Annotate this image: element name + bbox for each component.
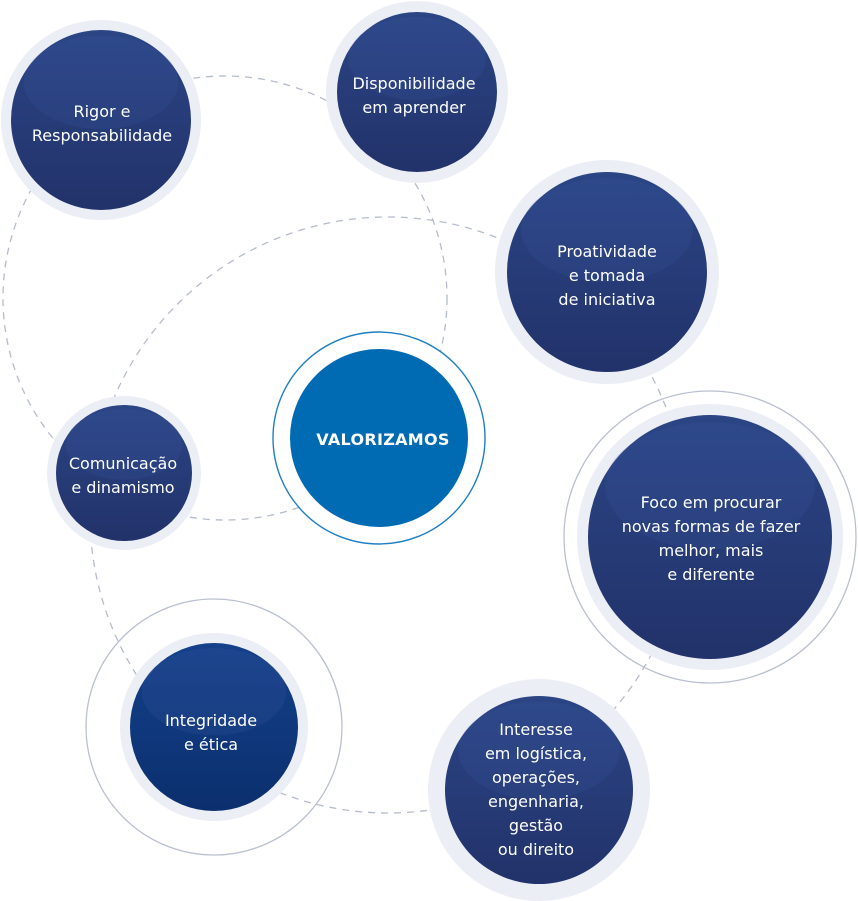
node-proatividade <box>507 172 707 372</box>
sheen-rigor <box>23 35 179 130</box>
node-foco <box>588 415 832 659</box>
sheen-disponibilidade <box>348 16 486 100</box>
connector-circle-left <box>2 75 448 521</box>
ring-foco <box>563 390 857 684</box>
node-label-disponibilidade: Disponibilidade em aprender <box>352 74 476 117</box>
node-label-proatividade: Proatividade e tomada de iniciativa <box>557 242 657 309</box>
sheen-interesse <box>458 701 620 800</box>
sheen-comunicacao <box>65 409 183 480</box>
node-label-comunicacao: Comunicação e dinamismo <box>68 454 178 497</box>
center-label: VALORIZAMOS <box>316 430 450 449</box>
ring-integridade <box>85 598 343 856</box>
node-label-integridade: Integridade e ética <box>164 711 258 754</box>
node-interesse <box>445 696 633 884</box>
node-label-foco: Foco em procurar novas formas de fazer m… <box>621 493 801 584</box>
node-label-interesse: Interesse em logística, operações, engen… <box>484 720 588 859</box>
center-circle <box>290 349 468 527</box>
sheen-proatividade <box>521 178 693 282</box>
node-label-rigor: Rigor e Responsabilidade <box>31 102 173 145</box>
sheen-foco <box>605 422 815 550</box>
node-integridade <box>130 643 298 811</box>
node-rigor <box>11 30 191 210</box>
node-disponibilidade <box>337 12 497 172</box>
sheen-integridade <box>141 648 287 736</box>
node-comunicacao <box>56 405 192 541</box>
